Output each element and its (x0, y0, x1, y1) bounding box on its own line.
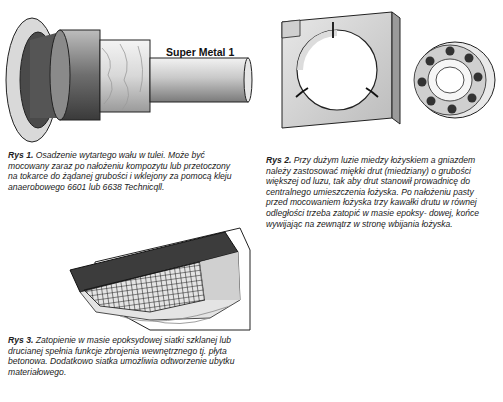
sleeve-end (50, 30, 70, 120)
bearing-outer (415, 42, 495, 118)
composite-layer (100, 40, 150, 112)
composite-texture (102, 44, 143, 110)
bearing-ring (414, 45, 486, 115)
figure-number: Rys 2. (266, 155, 291, 165)
caption-block: Rys 1. Osadzenie wytartego wału w tulei.… (8, 150, 240, 192)
figure-number: Rys 3. (8, 335, 33, 345)
wire-right (366, 88, 378, 97)
spacer (33, 150, 35, 160)
shaft-end (244, 58, 252, 102)
housing-block (282, 12, 392, 128)
spacer (291, 155, 293, 165)
filler-edge (200, 252, 240, 300)
caption-text: Zatopienie w masie epoksydowej siatki sz… (8, 335, 234, 377)
shaft (150, 58, 248, 102)
wire-left (296, 88, 308, 97)
bore-shade (297, 30, 337, 70)
repair-area (80, 252, 240, 320)
figure-number: Rys 1. (8, 150, 33, 160)
caption-text: Przy dużym luzie miedzy łożyskiem a gnia… (266, 155, 479, 229)
bearing-illustration (282, 12, 495, 128)
shaft-illustration (6, 18, 252, 142)
glass-mesh (84, 262, 205, 312)
spacer (33, 335, 35, 345)
product-label: Super Metal 1 (166, 46, 234, 58)
caption-text: Osadzenie wytartego wału w tulei. Może b… (8, 150, 232, 192)
housing-notch (282, 20, 300, 38)
bearing-balls (418, 47, 483, 114)
caption-block: Rys 3. Zatopienie w masie epoksydowej si… (8, 335, 244, 377)
wire-top (332, 22, 334, 38)
housing-side (392, 12, 400, 124)
mesh-illustration (70, 228, 250, 330)
housing-bore (297, 30, 377, 110)
bearing-inner (428, 59, 472, 101)
surface-lines (120, 306, 230, 324)
bearing-bore (436, 67, 464, 93)
caption-block: Rys 2. Przy dużym luzie miedzy łożyskiem… (266, 155, 496, 229)
